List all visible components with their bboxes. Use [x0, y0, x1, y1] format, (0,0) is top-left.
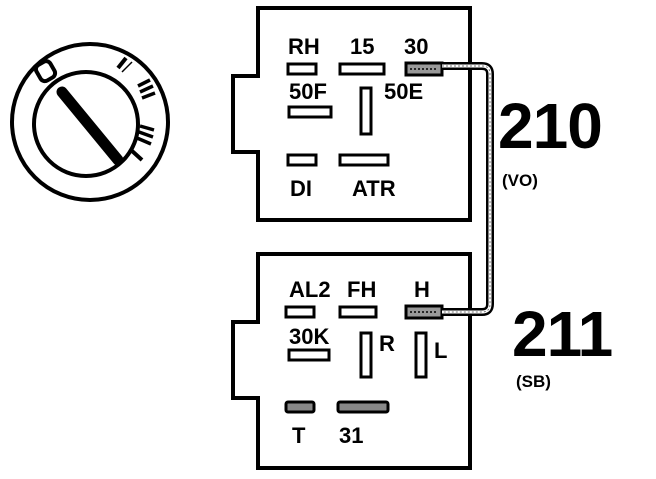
ignition-switch-icon [10, 42, 170, 202]
pin-label-atr: ATR [352, 176, 396, 201]
terminal-50f [287, 105, 333, 119]
terminal-l [414, 331, 428, 379]
top-connector-housing [231, 6, 472, 222]
pin-label-r: R [379, 331, 395, 356]
jumper-wire [442, 62, 494, 316]
pin-label-30k: 30K [289, 324, 329, 349]
pin-label-fh: FH [347, 277, 376, 302]
wire-color-bottom: (SB) [516, 372, 551, 391]
pin-label-30: 30 [404, 34, 428, 59]
pin-label-31: 31 [339, 423, 363, 448]
wire-number-bottom: 211 [512, 298, 612, 370]
top-connector-terminals [286, 61, 444, 167]
pin-label-h: H [414, 277, 430, 302]
terminal-t [284, 400, 316, 414]
wire-number-top: 210 [498, 90, 602, 162]
pin-label-15: 15 [350, 34, 374, 59]
terminal-al2 [284, 305, 316, 319]
terminal-15 [338, 62, 386, 76]
wire-color-top: (VO) [502, 171, 538, 190]
terminal-30k [287, 348, 331, 362]
bottom-connector-terminals [284, 304, 444, 414]
terminal-50e [359, 86, 373, 136]
pin-label-50e: 50E [384, 79, 423, 104]
terminal-atr [338, 153, 390, 167]
pin-label-rh: RH [288, 34, 320, 59]
pin-label-50f: 50F [289, 79, 327, 104]
terminal-fh [338, 305, 378, 319]
terminal-r [359, 331, 373, 379]
terminal-31 [336, 400, 390, 414]
terminal-di [286, 153, 318, 167]
terminal-rh [286, 62, 318, 76]
pin-label-l: L [434, 338, 447, 363]
pin-label-t: T [292, 423, 306, 448]
pin-label-al2: AL2 [289, 277, 331, 302]
pin-label-di: DI [290, 176, 312, 201]
